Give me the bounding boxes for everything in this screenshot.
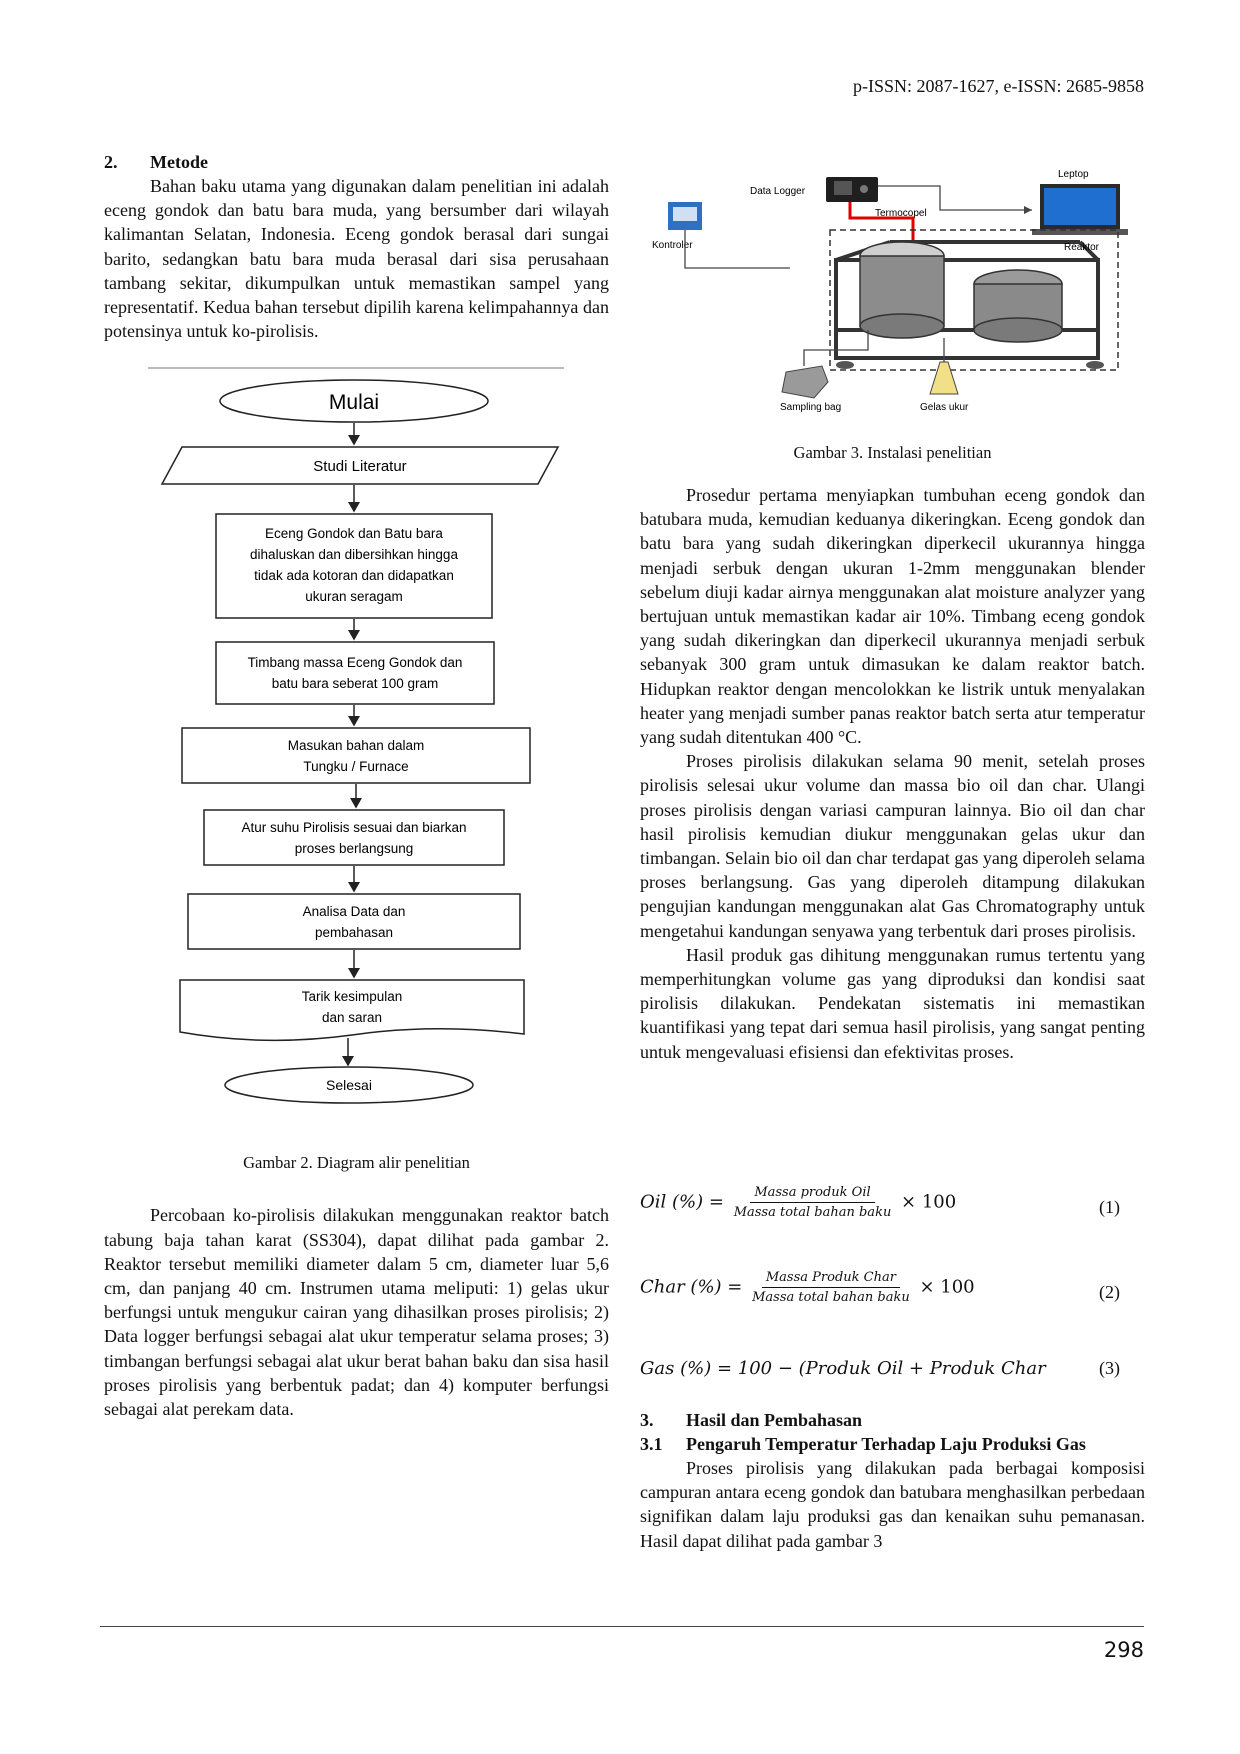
equation-3: Gas (%) = 100 − (Produk Oil + Produk Cha… bbox=[640, 1358, 1120, 1408]
eq1-denominator: Massa total bahan baku bbox=[733, 1205, 892, 1220]
section3-number: 3. bbox=[640, 1410, 654, 1430]
flow-start-terminal bbox=[219, 379, 489, 424]
procedure-paragraph-1: Prosedur pertama menyiapkan tumbuhan ece… bbox=[640, 485, 1145, 748]
eq3-text: Gas (%) = 100 − (Produk Oil + Produk Cha… bbox=[640, 1358, 1046, 1379]
reactor-label: Reaktor bbox=[1064, 242, 1100, 253]
eq1-fraction: Massa produk Oil Massa total bahan baku bbox=[730, 1185, 896, 1220]
subsection-title: Pengaruh Temperatur Terhadap Laju Produk… bbox=[686, 1434, 1086, 1454]
termocouple-wire bbox=[848, 202, 915, 244]
procedure-paragraph-2: Proses pirolisis dilakukan selama 90 men… bbox=[640, 751, 1145, 941]
flow-step-preparation-line: tidak ada kotoran dan didapatkan bbox=[254, 568, 454, 583]
subsection-heading-3-1: 3.1 Pengaruh Temperatur Terhadap Laju Pr… bbox=[640, 1432, 1145, 1456]
flow-step-pyrolysis bbox=[203, 809, 505, 867]
eq2-rhs: × 100 bbox=[919, 1276, 975, 1298]
eq2-lhs: Char (%) = bbox=[640, 1276, 743, 1298]
eq3-label: (3) bbox=[1099, 1358, 1120, 1378]
controller-label: Kontroler bbox=[652, 240, 693, 251]
eq1-label: (1) bbox=[1099, 1197, 1120, 1217]
footer-divider bbox=[100, 1626, 1144, 1627]
issn-header: p-ISSN: 2087-1627, e-ISSN: 2685-9858 bbox=[853, 76, 1144, 96]
flow-step-conclusion-line: Tarik kesimpulan bbox=[302, 989, 403, 1004]
metode-paragraph-1: Bahan baku utama yang digunakan dalam pe… bbox=[104, 176, 609, 342]
right-column: Data Logger Leptop Termocopel Kontroler bbox=[640, 160, 1145, 1064]
metode-paragraph-2: Percobaan ko-pirolisis dilakukan menggun… bbox=[104, 1205, 609, 1420]
flow-step-analysis-line: Analisa Data dan bbox=[303, 904, 406, 919]
section-number: 2. bbox=[104, 152, 118, 172]
subsection-number: 3.1 bbox=[640, 1434, 663, 1454]
flow-step-pyrolysis-line: Atur suhu Pirolisis sesuai dan biarkan bbox=[241, 820, 466, 835]
procedure-paragraph-3: Hasil produk gas dihitung menggunakan ru… bbox=[640, 944, 1145, 1062]
eq1-numerator: Massa produk Oil bbox=[750, 1185, 875, 1203]
flow-step-furnace bbox=[181, 727, 531, 785]
laptop-label: Leptop bbox=[1058, 169, 1089, 180]
flow-step-furnace-line: Masukan bahan dalam bbox=[288, 738, 425, 753]
research-setup-diagram: Data Logger Leptop Termocopel Kontroler bbox=[652, 169, 1128, 413]
termocouple-label: Termocopel bbox=[875, 208, 927, 219]
flow-step-furnace-line: Tungku / Furnace bbox=[303, 759, 408, 774]
section-title: Metode bbox=[150, 152, 208, 172]
measuring-flask bbox=[929, 361, 959, 395]
eq2-numerator: Massa Produk Char bbox=[761, 1270, 900, 1288]
equation-1: Oil (%) = Massa produk Oil Massa total b… bbox=[640, 1185, 1120, 1235]
flow-step-literature bbox=[160, 446, 560, 486]
flow-step-weighing bbox=[215, 641, 495, 706]
sampling-bag-label: Sampling bag bbox=[780, 402, 841, 413]
flow-step-preparation-line: ukuran seragam bbox=[305, 589, 403, 604]
flow-step-conclusion bbox=[179, 979, 525, 1042]
measuring-glass-label: Gelas ukur bbox=[920, 402, 969, 413]
section3-title: Hasil dan Pembahasan bbox=[686, 1410, 863, 1430]
flow-step-conclusion-line: dan saran bbox=[322, 1010, 382, 1025]
section-heading-metode: 2. Metode bbox=[104, 150, 609, 174]
figure3-caption: Gambar 3. Instalasi penelitian bbox=[793, 443, 992, 462]
left-column: 2. Metode Bahan baku utama yang digunaka… bbox=[104, 150, 609, 1421]
flow-end-label: Selesai bbox=[326, 1077, 372, 1093]
flow-step-pyrolysis-line: proses berlangsung bbox=[295, 841, 414, 856]
eq2-label: (2) bbox=[1099, 1282, 1120, 1302]
flow-step-weighing-line: Timbang massa Eceng Gondok dan bbox=[248, 655, 463, 670]
section-heading-hasil: 3. Hasil dan Pembahasan bbox=[640, 1408, 1145, 1432]
eq1-rhs: × 100 bbox=[901, 1191, 957, 1213]
flowchart-diagram: Mulai Studi Literatur Eceng Gondok dan B… bbox=[148, 367, 564, 1105]
eq1-lhs: Oil (%) = bbox=[640, 1191, 724, 1213]
flow-step-preparation-line: Eceng Gondok dan Batu bara bbox=[265, 526, 443, 541]
flow-start-label: Mulai bbox=[329, 391, 379, 414]
page-number: 298 bbox=[1103, 1638, 1144, 1662]
sampling-bag bbox=[781, 365, 829, 399]
flow-step-literature-label: Studi Literatur bbox=[313, 458, 406, 475]
flow-end-terminal bbox=[224, 1066, 474, 1105]
flow-step-preparation bbox=[215, 513, 493, 620]
flow-step-preparation-line: dihaluskan dan dibersihkan hingga bbox=[250, 547, 458, 562]
equation-2: Char (%) = Massa Produk Char Massa total… bbox=[640, 1270, 1120, 1320]
eq2-fraction: Massa Produk Char Massa total bahan baku bbox=[748, 1270, 914, 1305]
section3-block: 3. Hasil dan Pembahasan 3.1 Pengaruh Tem… bbox=[640, 1408, 1145, 1553]
eq2-denominator: Massa total bahan baku bbox=[752, 1290, 910, 1305]
flow-step-analysis-line: pembahasan bbox=[315, 925, 393, 940]
data-logger-label: Data Logger bbox=[750, 186, 806, 197]
figure2-caption: Gambar 2. Diagram alir penelitian bbox=[243, 1153, 470, 1173]
section3-paragraph: Proses pirolisis yang dilakukan pada ber… bbox=[640, 1458, 1145, 1551]
flow-step-analysis bbox=[187, 893, 521, 951]
flow-step-weighing-line: batu bara seberat 100 gram bbox=[272, 676, 439, 691]
